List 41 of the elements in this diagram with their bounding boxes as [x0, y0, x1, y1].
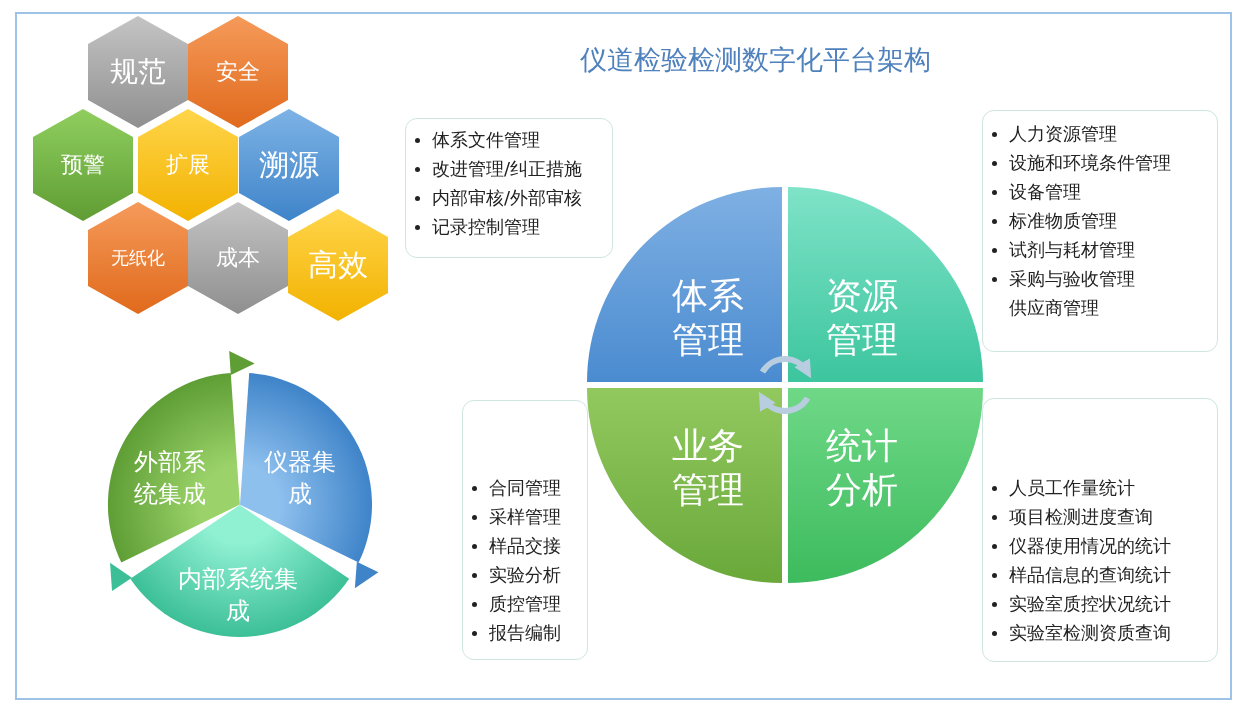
bullet-item: 采购与验收管理 [989, 268, 1135, 290]
bullet-item: 人力资源管理 [989, 123, 1117, 145]
bullet-item: 内部审核/外部审核 [412, 187, 583, 209]
bullet-item: 仪器使用情况的统计 [989, 535, 1171, 557]
quadrant: 资源管理 [788, 187, 983, 382]
bullet-item: 质控管理 [469, 593, 561, 615]
bullet-item: 实验室质控状况统计 [989, 593, 1171, 615]
bullet-item: 试剂与耗材管理 [989, 239, 1135, 261]
bullet-item: 设施和环境条件管理 [989, 152, 1171, 174]
hexagon-tile: 预警 [33, 109, 133, 221]
hexagon-tile: 溯源 [239, 109, 339, 221]
bullet-item: 记录控制管理 [412, 216, 540, 238]
quadrant: 业务管理 [587, 388, 782, 583]
list-item: 供应商管理 [1008, 297, 1099, 319]
curved-arrow [760, 356, 812, 378]
list-box [405, 118, 613, 258]
bullet-item: 设备管理 [989, 181, 1081, 203]
list-box [462, 400, 588, 660]
bullet-item: 样品交接 [469, 535, 561, 557]
quadrant: 体系管理 [587, 187, 782, 382]
curved-arrow [758, 392, 810, 414]
hexagon-tile: 安全 [188, 16, 288, 128]
bullet-item: 改进管理/纠正措施 [412, 158, 583, 180]
bullet-item: 报告编制 [469, 622, 561, 644]
bullet-item: 合同管理 [469, 477, 561, 499]
list-box [982, 110, 1218, 352]
bullet-item: 项目检测进度查询 [989, 506, 1153, 528]
bullet-item: 标准物质管理 [989, 210, 1117, 232]
bullet-item: 采样管理 [469, 506, 561, 528]
hexagon-tile: 无纸化 [88, 202, 188, 314]
bullet-item: 样品信息的查询统计 [989, 564, 1171, 586]
bullet-item: 实验分析 [469, 564, 561, 586]
bullet-item: 实验室检测资质查询 [989, 622, 1171, 644]
quadrant: 统计分析 [788, 388, 983, 583]
hexagon-tile: 成本 [188, 202, 288, 314]
hexagon-tile: 高效 [288, 209, 388, 321]
list-box [982, 398, 1218, 662]
hexagon-tile: 规范 [88, 16, 188, 128]
bullet-item: 体系文件管理 [412, 129, 540, 151]
bullet-item: 人员工作量统计 [989, 477, 1135, 499]
title: 仪道检验检测数字化平台架构 [578, 43, 932, 77]
